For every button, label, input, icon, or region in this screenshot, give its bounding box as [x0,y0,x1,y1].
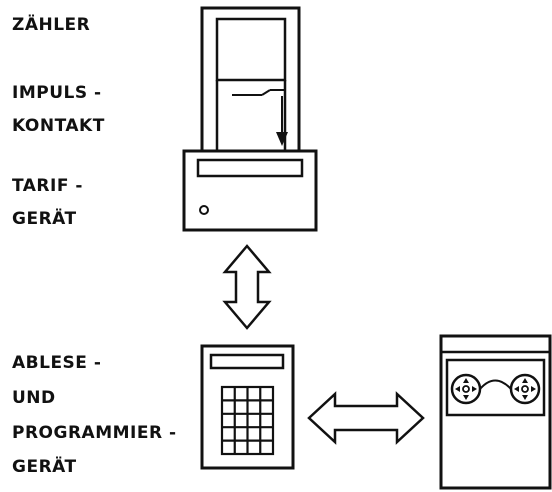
label-zaehler: ZÄHLER [12,13,90,35]
label-impuls-line2: KONTAKT [12,116,105,136]
reel-left-icon [450,373,482,405]
tariff-device-icon [182,149,318,232]
handheld-reader-icon [200,344,295,470]
label-tarif-line1: TARIF - [12,176,83,196]
label-ablese-line2: UND [12,388,56,408]
tape-recorder-icon [439,334,552,490]
meter-cabinet-icon [200,6,301,153]
reel-right-icon [509,373,541,405]
label-ablese-line1: ABLESE - [12,353,101,373]
keypad-grid [220,385,275,456]
label-impuls-line1: IMPULS - [12,83,102,103]
double-arrow-horizontal-icon [307,391,425,445]
label-ablese-line4: GERÄT [12,455,77,477]
label-ablese-line3: PROGRAMMIER - [12,423,177,443]
double-arrow-vertical-icon [222,244,272,330]
label-tarif-line2: GERÄT [12,207,77,229]
